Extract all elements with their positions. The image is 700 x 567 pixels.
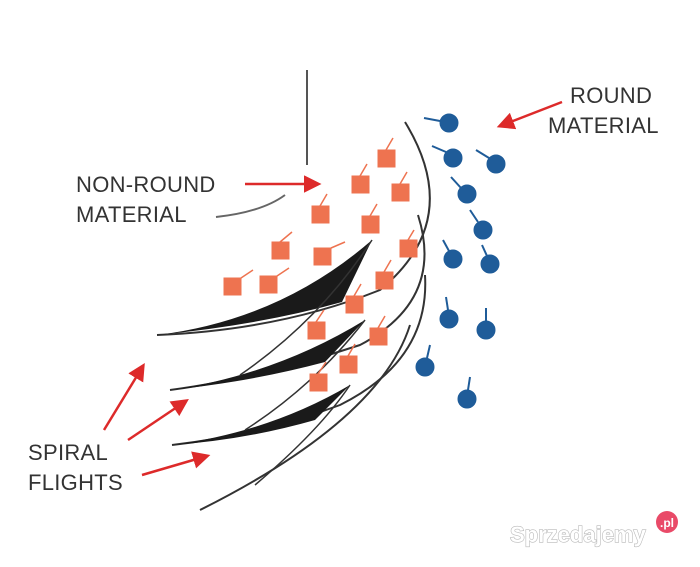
round-particle <box>439 296 459 329</box>
nonround-particle <box>339 343 358 374</box>
watermark: Sprzedajemy .pl <box>509 511 678 548</box>
round-particle <box>423 113 459 133</box>
nonround-particle <box>307 309 326 340</box>
spiral-flight-4-rib <box>254 384 351 486</box>
round-material-label-line2: MATERIAL <box>548 113 659 138</box>
nonround-particle <box>345 283 364 314</box>
round-particle <box>480 244 500 274</box>
spiral-flight-2-rib <box>239 239 373 376</box>
round-particle <box>415 344 435 377</box>
nonround-particle <box>271 231 293 260</box>
nonround-material-label-line1: NON-ROUND <box>76 172 216 197</box>
watermark-text: Sprzedajemy <box>510 522 646 547</box>
nonround-particle <box>311 193 330 224</box>
spiral-flight-arrow-1 <box>102 363 145 431</box>
spiral-flight-arrow-2 <box>127 399 189 442</box>
nonround-particle <box>399 229 418 258</box>
nonround-particle <box>375 259 394 290</box>
round-particle <box>431 145 463 168</box>
spiral-flights-label-line2: FLIGHTS <box>28 470 123 495</box>
spiral-flight-arrow-3 <box>141 451 211 477</box>
nonround-leader-line <box>215 194 286 218</box>
round-particle <box>450 176 477 204</box>
round-particle <box>469 209 493 240</box>
spiral-flights <box>156 121 431 511</box>
round-particle <box>457 376 477 409</box>
nonround-particle <box>309 361 328 392</box>
arrows <box>102 100 563 477</box>
round-particle <box>442 239 463 269</box>
nonround-particle <box>351 163 370 194</box>
round-particle <box>475 149 506 174</box>
spiral-flight-3-shade <box>172 385 350 445</box>
spiral-flight-1-edge <box>156 121 431 336</box>
round-material-label-line1: ROUND <box>570 83 652 108</box>
spiral-flight-4-edge <box>199 324 411 511</box>
round-material-particles <box>415 113 506 409</box>
round-particle <box>476 308 496 340</box>
spiral-flights-label-line1: SPIRAL <box>28 440 108 465</box>
spiral-flight-2-shade <box>170 320 365 390</box>
watermark-badge <box>656 511 678 533</box>
nonround-particle <box>361 203 380 234</box>
nonround-particle <box>223 269 254 296</box>
nonround-particle <box>369 315 388 346</box>
nonround-particle <box>377 137 396 168</box>
nonround-material-particles <box>223 137 418 392</box>
nonround-material-label-line2: MATERIAL <box>76 202 187 227</box>
spiral-flight-1-shade <box>157 240 372 335</box>
nonround-particle <box>259 267 290 294</box>
nonround-particle <box>391 171 410 202</box>
nonround-particle <box>313 241 346 266</box>
watermark-badge-text: .pl <box>660 516 674 530</box>
round-material-arrow <box>496 100 563 130</box>
